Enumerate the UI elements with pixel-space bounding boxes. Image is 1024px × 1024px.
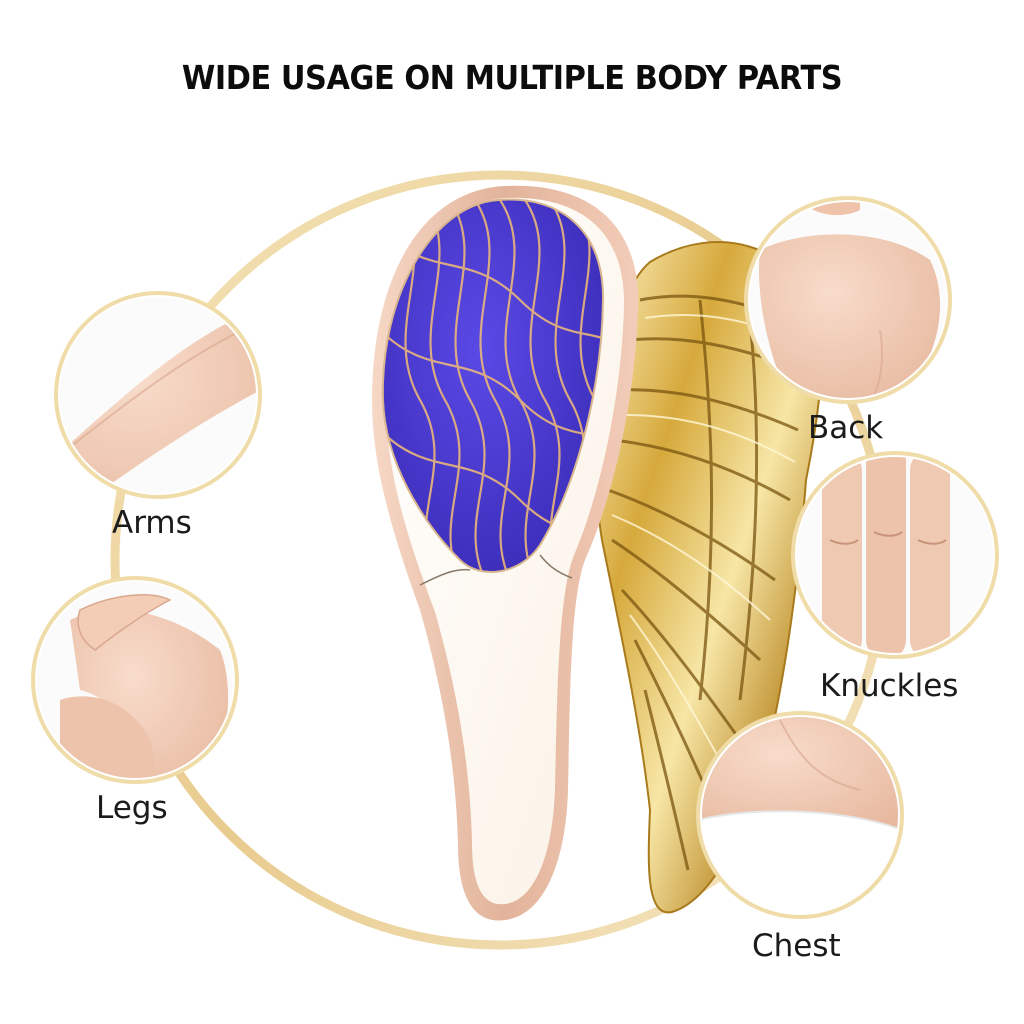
label-arms: Arms	[112, 505, 192, 541]
label-chest: Chest	[752, 928, 841, 964]
label-back: Back	[808, 410, 884, 446]
back-photo	[744, 196, 952, 404]
arms-photo	[54, 291, 262, 499]
label-legs: Legs	[96, 790, 168, 826]
headline: WIDE USAGE ON MULTIPLE BODY PARTS	[181, 58, 843, 97]
chest-photo	[696, 711, 904, 919]
legs-photo	[31, 576, 239, 784]
gold-wing-handle-icon	[595, 241, 823, 914]
label-knuckles: Knuckles	[820, 668, 959, 704]
knuckles-photo	[791, 451, 999, 659]
crystal-hair-eraser-icon	[372, 185, 639, 921]
